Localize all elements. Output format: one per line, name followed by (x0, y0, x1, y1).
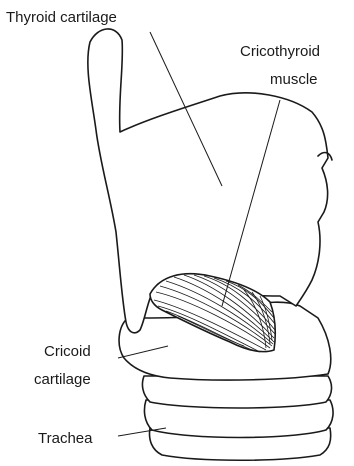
label-thyroid-cartilage: Thyroid cartilage (6, 9, 117, 26)
label-cricothyroid-line1: Cricothyroid (240, 43, 320, 60)
label-trachea: Trachea (38, 430, 93, 447)
label-cricothyroid-line2: muscle (270, 71, 318, 88)
label-cricoid-line2: cartilage (34, 371, 91, 388)
label-cricoid-line1: Cricoid (44, 343, 91, 360)
trachea (142, 376, 333, 460)
